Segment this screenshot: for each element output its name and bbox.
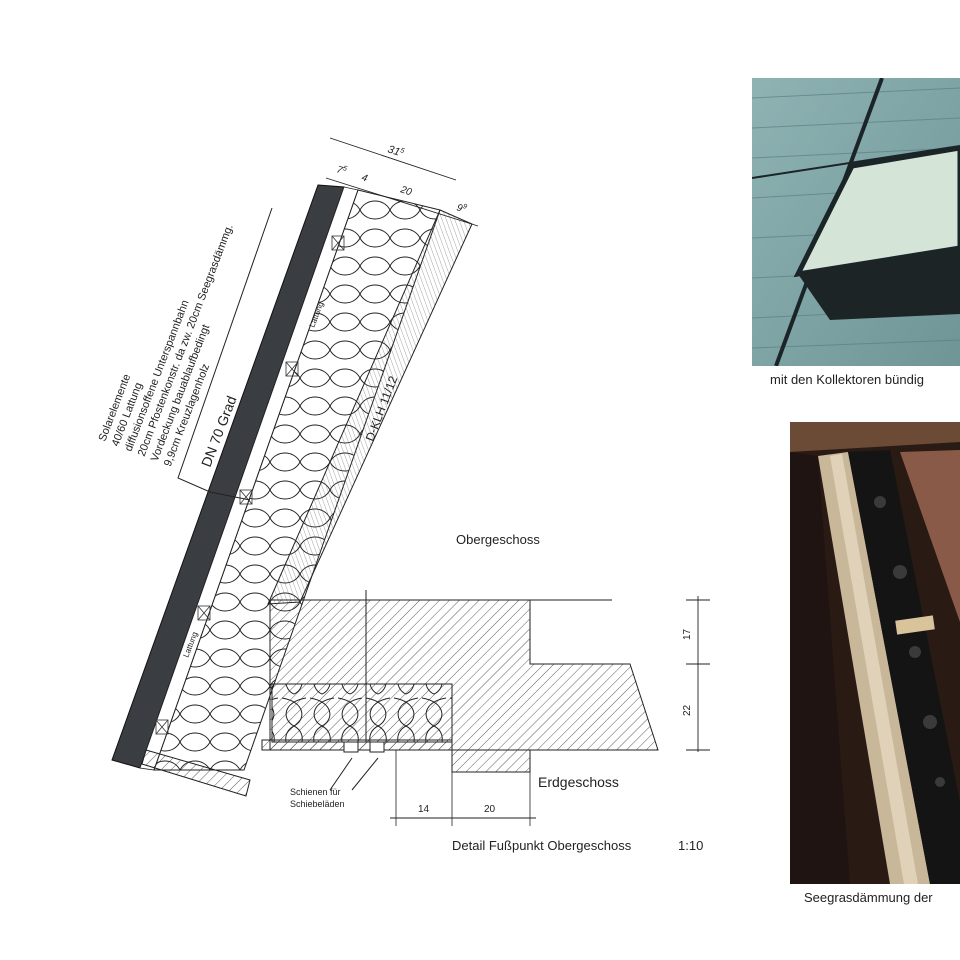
dim-right-upper: 17 xyxy=(682,628,693,640)
detail-title: Detail Fußpunkt Obergeschoss xyxy=(452,838,632,853)
batten-markers xyxy=(155,235,345,735)
rail-1 xyxy=(343,741,359,753)
dim-bottom-b: 20 xyxy=(484,804,496,815)
rails-label-line1: Schienen für xyxy=(290,787,341,797)
rails-label-line2: Schiebeläden xyxy=(290,799,345,809)
caption-bottom: Seegrasdämmung der xyxy=(804,890,933,905)
dim-top-d: 9 xyxy=(455,202,464,214)
photo-collectors-image xyxy=(752,78,960,366)
dim-top-b: 4 xyxy=(360,172,369,184)
photo-seagrass xyxy=(790,422,960,884)
roof-assembly xyxy=(111,184,473,797)
caption-top: mit den Kollektoren bündig xyxy=(770,372,924,387)
photo-collectors xyxy=(752,78,960,366)
upper-floor-label: Obergeschoss xyxy=(456,532,540,547)
dim-top-d-sup: 9 xyxy=(462,203,468,211)
insulation-layer xyxy=(153,189,441,771)
floor-slab xyxy=(261,590,659,826)
dim-top-total: 31 xyxy=(386,143,401,158)
dim-top-c: 20 xyxy=(398,184,413,198)
dim-top-a: 7 xyxy=(335,164,344,176)
slab-insulation xyxy=(271,683,453,743)
svg-text:315: 315 xyxy=(386,143,405,159)
dimension-lines xyxy=(325,137,710,819)
ground-floor-label: Erdgeschoss xyxy=(538,774,619,790)
photo-seagrass-image xyxy=(790,422,960,884)
rail-2 xyxy=(369,741,385,753)
eaves-strip xyxy=(141,749,251,797)
dim-right-lower: 22 xyxy=(682,704,693,716)
dim-bottom-a: 14 xyxy=(418,804,430,815)
svg-text:75: 75 xyxy=(335,163,348,177)
dim-top-a-sup: 5 xyxy=(342,165,348,173)
detail-scale: 1:10 xyxy=(678,838,703,853)
layer-leader xyxy=(177,207,273,501)
svg-text:99: 99 xyxy=(455,201,468,215)
dim-top-total-sup: 5 xyxy=(399,147,405,155)
